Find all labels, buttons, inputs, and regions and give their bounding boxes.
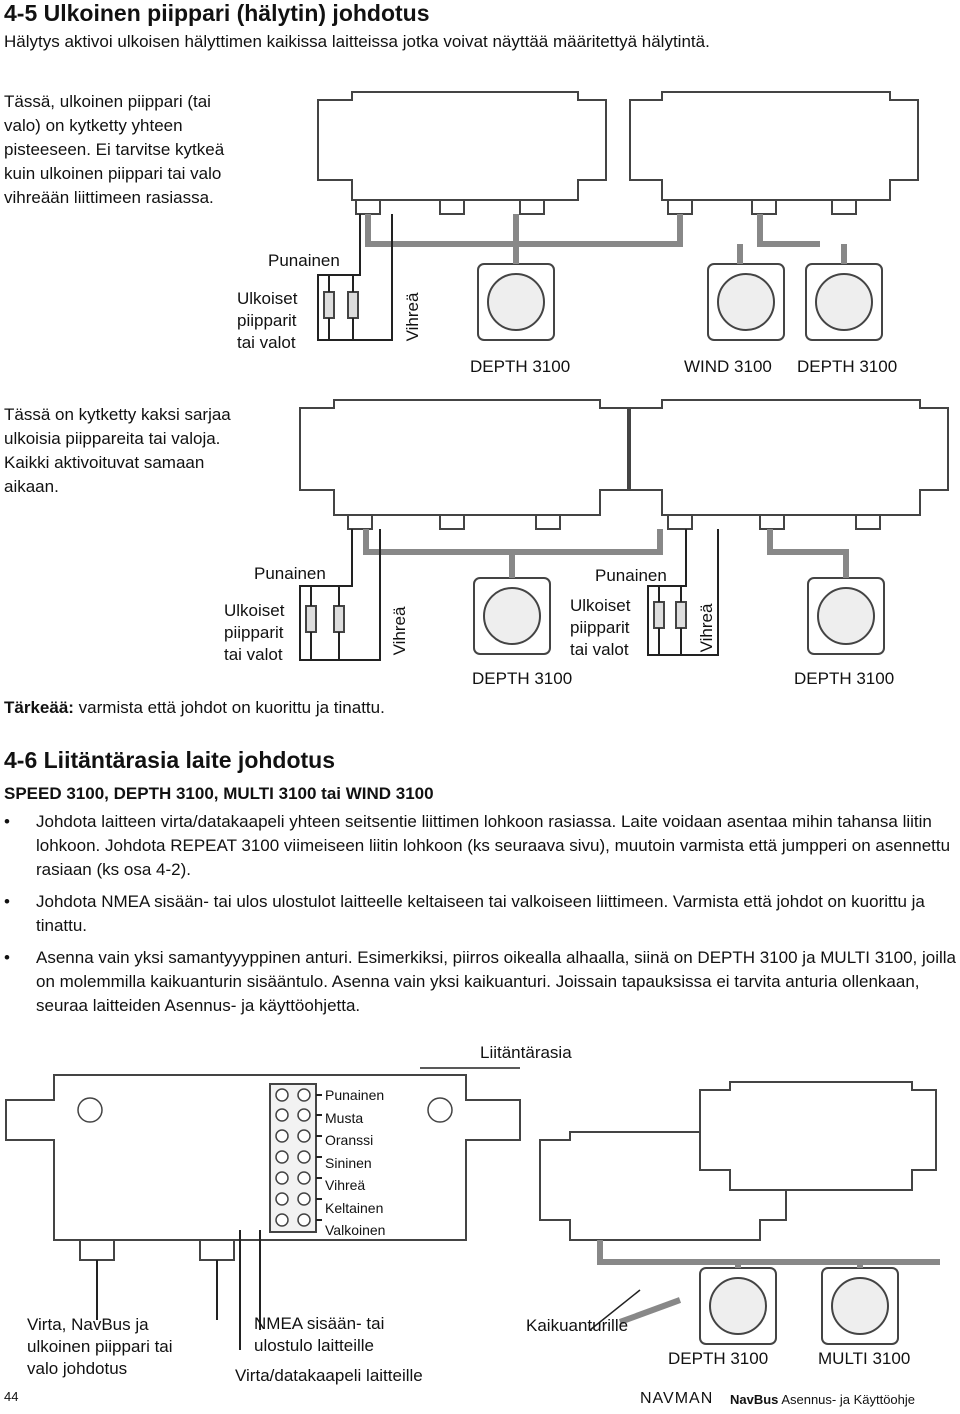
important-text: varmista että johdot on kuorittu ja tina… [73,698,385,717]
note-two-beepers: Tässä on kytketty kaksi sarjaa ulkoisia … [4,403,231,499]
brand-logo: NAVMAN [640,1390,714,1407]
note-single-beeper: Tässä, ulkoinen piippari (tai valo) on k… [4,90,224,210]
section-title-4-5: 4-5 Ulkoinen piippari (hälytin) johdotus [4,0,430,26]
label-line: tai valot [237,333,296,352]
label-external-beepers-2b: Ulkoiset piipparit tai valot [570,595,630,661]
label-green-2a: Vihreä [390,606,409,656]
label-transducer: Kaikuanturille [526,1316,629,1335]
label-wind: WIND 3100 [684,357,772,376]
page-number: 44 [4,1389,19,1404]
label-depth-2: DEPTH 3100 [797,357,898,376]
note-line: kuin ulkoinen piippari tai valo [4,164,222,183]
label-line: tai valot [570,640,629,659]
wire-label: Vihreä [325,1177,366,1193]
wire-label: Keltainen [325,1199,384,1216]
wire-label: Valkoinen [325,1222,386,1238]
important-note: Tärkeää: varmista että johdot on kuoritt… [4,697,385,719]
label-depth-4: DEPTH 3100 [794,669,895,688]
label-red-2b: Punainen [595,566,667,585]
label-line: Virta, NavBus ja [27,1315,149,1334]
note-line: vihreään liittimeen rasiassa. [4,188,214,207]
label-depth-1: DEPTH 3100 [470,357,571,376]
footer-product: NavBus [730,1392,779,1407]
note-line: Tässä on kytketty kaksi sarjaa [4,405,231,424]
label-green-2b: Vihreä [697,603,716,653]
label-multi: MULTI 3100 [818,1349,911,1368]
note-line: ulkoisia piippareita tai valoja. [4,429,221,448]
section-intro: Hälytys aktivoi ulkoisen hälyttimen kaik… [4,32,710,51]
label-line: tai valot [224,645,283,664]
wire-label: Sininen [325,1154,372,1171]
wire-label: Musta [325,1109,364,1126]
footer-doc-text: Asennus- ja Käyttöohje [778,1392,916,1407]
wire-color-list: Punainen Musta Oranssi Sininen Vihreä Ke… [325,1084,385,1242]
label-depth-3: DEPTH 3100 [472,669,573,688]
label-line: Ulkoiset [237,289,298,308]
label-external-beepers-2a: Ulkoiset piipparit tai valot [224,600,284,666]
label-power-data: Virta/datakaapeli laitteille [235,1366,423,1385]
wire-label: Punainen [325,1087,385,1103]
label-nmea: NMEA sisään- tai ulostulo laitteille [254,1313,384,1357]
label-line: piipparit [237,311,297,330]
label-line: NMEA sisään- tai [254,1314,385,1333]
label-power-navbus: Virta, NavBus ja ulkoinen piippari tai v… [27,1314,173,1380]
note-line: pisteeseen. Ei tarvitse kytkeä [4,140,225,159]
label-depth-5: DEPTH 3100 [668,1349,769,1368]
section-subtitle: SPEED 3100, DEPTH 3100, MULTI 3100 tai W… [4,784,434,803]
note-line: Tässä, ulkoinen piippari (tai [4,92,211,111]
label-external-beepers: Ulkoiset piipparit tai valot [237,288,297,354]
label-line: valo johdotus [27,1359,128,1378]
label-line: Ulkoiset [224,601,285,620]
bullet-item: Johdota NMEA sisään- tai ulos ulostulot … [0,890,958,938]
label-line: Ulkoiset [570,596,631,615]
important-label: Tärkeää: [4,698,74,717]
bullet-list: Johdota laitteen virta/datakaapeli yhtee… [0,810,958,1026]
wire-label: Oranssi [325,1132,374,1148]
label-green: Vihreä [403,292,422,342]
label-red: Punainen [268,251,340,270]
label-line: piipparit [224,623,284,642]
footer-doc-title: NavBus Asennus- ja Käyttöohje [730,1392,915,1407]
note-line: aikaan. [4,477,59,496]
bullet-item: Johdota laitteen virta/datakaapeli yhtee… [0,810,958,882]
label-line: ulostulo laitteille [254,1336,375,1355]
label-red-2a: Punainen [254,564,326,583]
label-line: ulkoinen piippari tai [27,1337,173,1356]
label-line: piipparit [570,618,630,637]
note-line: valo) on kytketty yhteen [4,116,183,135]
label-junction-box: Liitäntärasia [480,1043,572,1062]
note-line: Kaikki aktivoituvat samaan [4,453,205,472]
section-title-4-6: 4-6 Liitäntärasia laite johdotus [4,747,336,773]
bullet-item: Asenna vain yksi samantyyyppinen anturi.… [0,946,958,1018]
